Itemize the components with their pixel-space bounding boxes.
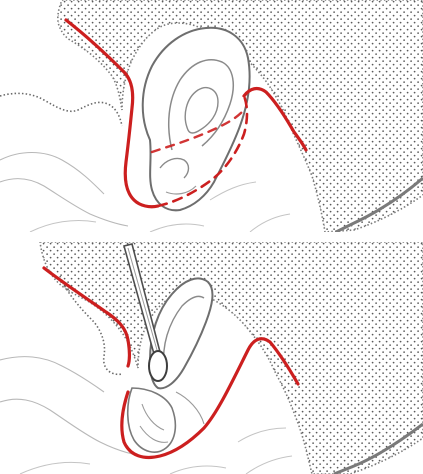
neck-sketch bbox=[20, 462, 226, 474]
ear-helix bbox=[143, 28, 250, 211]
neck-sketch bbox=[30, 220, 204, 232]
ear-incision-illustration-bottom bbox=[0, 242, 423, 474]
hairline-contour bbox=[0, 93, 122, 126]
ear-lobe bbox=[128, 388, 176, 452]
neck-back-sketch bbox=[238, 428, 292, 474]
hair-region bbox=[40, 242, 423, 474]
jaw-sketch bbox=[0, 179, 128, 226]
neck-back-sketch bbox=[210, 182, 290, 232]
ear-diagram-top-panel bbox=[0, 0, 423, 232]
cotton-swab-tip bbox=[149, 351, 167, 381]
postauricular-sketch bbox=[176, 392, 204, 424]
cheek-sketch bbox=[0, 153, 104, 195]
ear-diagram-bottom-panel bbox=[0, 242, 423, 474]
ear-incision-illustration-top bbox=[0, 0, 423, 232]
cheek-sketch bbox=[0, 357, 104, 392]
